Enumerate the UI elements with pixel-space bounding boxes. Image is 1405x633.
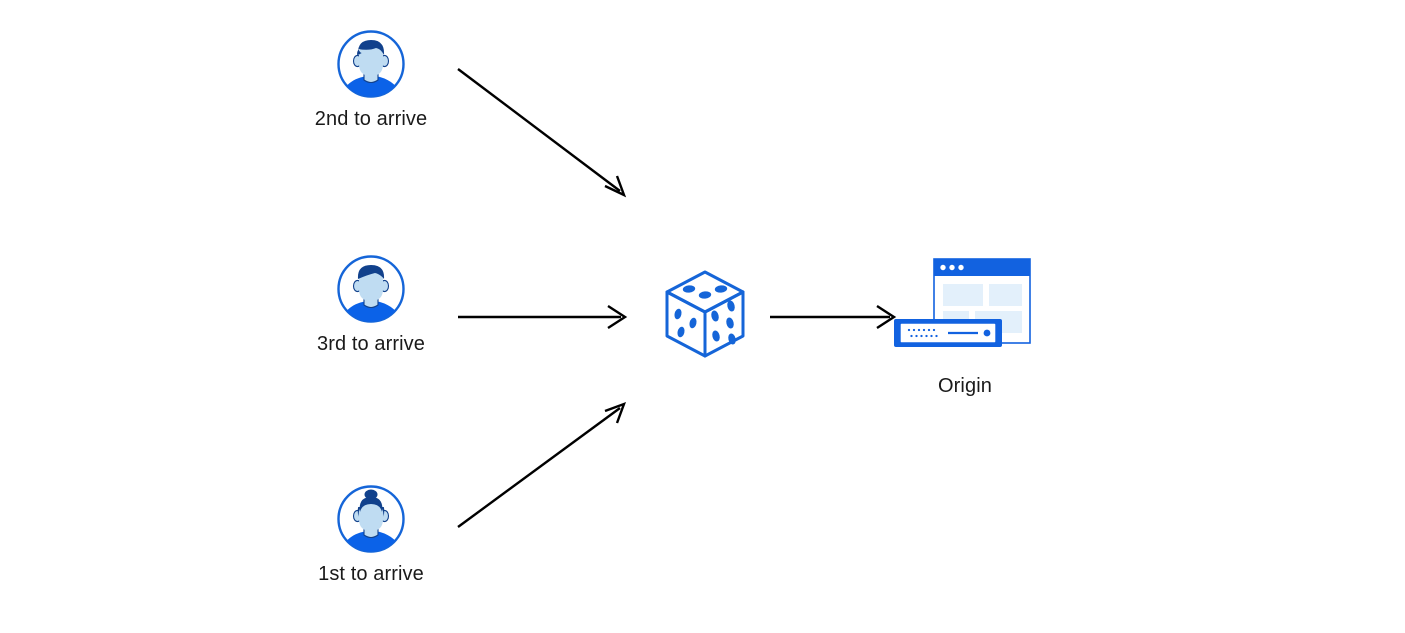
node-user-3rd[interactable]: 3rd to arrive <box>291 253 451 356</box>
server-device-icon <box>894 319 1002 347</box>
arrow-user-2nd-to-dice <box>457 68 627 198</box>
arrow-user-3rd-to-dice <box>458 304 628 330</box>
user-avatar-icon <box>335 253 407 325</box>
node-user-2nd-label: 2nd to arrive <box>314 108 428 130</box>
node-origin[interactable]: Origin <box>885 253 1045 398</box>
node-user-1st[interactable]: 1st to arrive <box>291 483 451 586</box>
node-origin-label: Origin <box>938 375 992 397</box>
arrow-dice-to-origin <box>770 304 897 330</box>
node-user-3rd-label: 3rd to arrive <box>316 333 425 355</box>
node-user-2nd[interactable]: 2nd to arrive <box>291 28 451 131</box>
origin-server-icon <box>890 253 1040 361</box>
node-dice[interactable] <box>655 266 755 374</box>
arrow-user-1st-to-dice <box>457 401 627 528</box>
node-user-1st-label: 1st to arrive <box>318 563 424 585</box>
user-avatar-icon <box>335 28 407 100</box>
user-avatar-icon <box>335 483 407 555</box>
dice-icon <box>659 266 751 366</box>
